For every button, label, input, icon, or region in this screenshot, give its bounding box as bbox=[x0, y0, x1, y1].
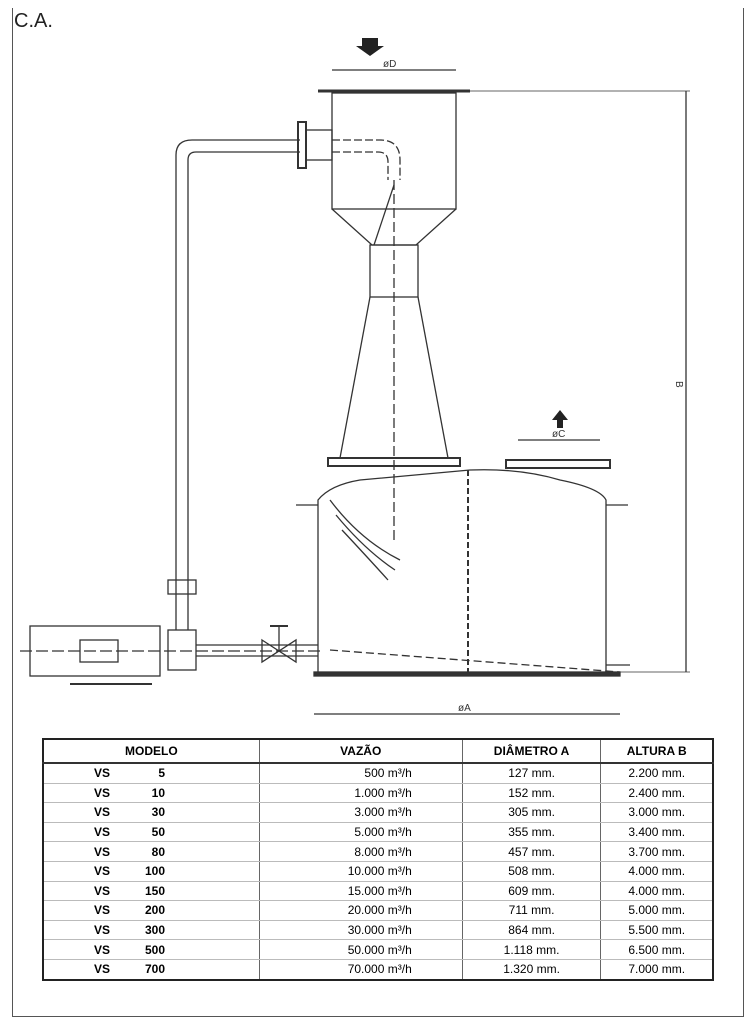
model-number: 80 bbox=[151, 844, 166, 859]
label-c: øC bbox=[552, 429, 565, 440]
cell-height: 4.000 mm. bbox=[600, 861, 713, 882]
scrubber-diagram: øD øC B øA bbox=[20, 38, 690, 715]
model-prefix: VS bbox=[94, 766, 111, 781]
model-number: 100 bbox=[144, 864, 166, 879]
cell-height: 2.400 mm. bbox=[600, 783, 713, 804]
cell-flow: 8.000 m³/h bbox=[258, 841, 463, 862]
cell-diameter: 152 mm. bbox=[461, 783, 601, 804]
model-prefix: VS bbox=[94, 903, 111, 918]
venturi-throat bbox=[327, 180, 461, 540]
model-prefix: VS bbox=[94, 864, 111, 879]
cell-model: VS 500 bbox=[42, 939, 260, 960]
cell-flow: 70.000 m³/h bbox=[258, 959, 463, 981]
model-number: 500 bbox=[144, 942, 166, 957]
model-prefix: VS bbox=[94, 844, 111, 859]
table-row: VS 30 3.000 m³/h 305 mm. 3.000 mm. bbox=[42, 802, 713, 823]
model-number: 5 bbox=[158, 766, 166, 781]
label-a: øA bbox=[458, 703, 471, 714]
model-number: 150 bbox=[144, 883, 166, 898]
cell-flow: 5.000 m³/h bbox=[258, 822, 463, 843]
cell-diameter: 1.320 mm. bbox=[461, 959, 601, 981]
table-header-row: MODELO VAZÃO DIÂMETRO A ALTURA B bbox=[42, 739, 713, 764]
cell-model: VS 80 bbox=[42, 841, 260, 862]
cell-model: VS 200 bbox=[42, 900, 260, 921]
cell-height: 3.400 mm. bbox=[600, 822, 713, 843]
cell-height: 5.000 mm. bbox=[600, 900, 713, 921]
model-prefix: VS bbox=[94, 805, 111, 820]
table-row: VS 50 5.000 m³/h 355 mm. 3.400 mm. bbox=[42, 822, 713, 843]
model-prefix: VS bbox=[94, 883, 111, 898]
page-title: C.A. bbox=[14, 10, 53, 32]
cell-model: VS 700 bbox=[42, 959, 260, 981]
model-prefix: VS bbox=[94, 942, 111, 957]
cell-height: 3.700 mm. bbox=[600, 841, 713, 862]
model-number: 10 bbox=[151, 785, 166, 800]
gas-outlet bbox=[505, 410, 611, 469]
table-row: VS 150 15.000 m³/h 609 mm. 4.000 mm. bbox=[42, 881, 713, 902]
label-d: øD bbox=[383, 59, 396, 70]
table-row: VS 100 10.000 m³/h 508 mm. 4.000 mm. bbox=[42, 861, 713, 882]
model-prefix: VS bbox=[94, 825, 111, 840]
cell-model: VS 30 bbox=[42, 802, 260, 823]
cell-diameter: 711 mm. bbox=[461, 900, 601, 921]
cell-height: 5.500 mm. bbox=[600, 920, 713, 941]
model-number: 300 bbox=[144, 923, 166, 938]
cell-flow: 15.000 m³/h bbox=[258, 881, 463, 902]
specification-table: MODELO VAZÃO DIÂMETRO A ALTURA B VS 5 500… bbox=[42, 738, 714, 981]
page-frame bbox=[12, 8, 744, 1017]
cell-diameter: 1.118 mm. bbox=[461, 939, 601, 960]
table-row: VS 80 8.000 m³/h 457 mm. 3.700 mm. bbox=[42, 841, 713, 862]
model-prefix: VS bbox=[94, 962, 111, 977]
cell-model: VS 10 bbox=[42, 783, 260, 804]
cell-diameter: 127 mm. bbox=[461, 763, 601, 784]
cell-height: 2.200 mm. bbox=[600, 763, 713, 784]
cell-height: 4.000 mm. bbox=[600, 881, 713, 902]
header-model: MODELO bbox=[42, 739, 260, 764]
cell-diameter: 864 mm. bbox=[461, 920, 601, 941]
pump-motor bbox=[20, 625, 320, 685]
cell-flow: 3.000 m³/h bbox=[258, 802, 463, 823]
table-row: VS 500 50.000 m³/h 1.118 mm. 6.500 mm. bbox=[42, 939, 713, 960]
header-height: ALTURA B bbox=[600, 739, 713, 764]
cell-flow: 500 m³/h bbox=[258, 763, 463, 784]
label-b: B bbox=[673, 381, 684, 388]
cell-diameter: 609 mm. bbox=[461, 881, 601, 902]
cell-model: VS 50 bbox=[42, 822, 260, 843]
header-flow: VAZÃO bbox=[258, 739, 463, 764]
model-number: 50 bbox=[151, 825, 166, 840]
table-row: VS 200 20.000 m³/h 711 mm. 5.000 mm. bbox=[42, 900, 713, 921]
table-row: VS 10 1.000 m³/h 152 mm. 2.400 mm. bbox=[42, 783, 713, 804]
cell-model: VS 100 bbox=[42, 861, 260, 882]
cell-model: VS 300 bbox=[42, 920, 260, 941]
valve-icon bbox=[261, 625, 297, 664]
inlet-arrow-icon bbox=[356, 38, 384, 56]
header-diameter: DIÂMETRO A bbox=[461, 739, 601, 764]
cell-flow: 20.000 m³/h bbox=[258, 900, 463, 921]
cell-model: VS 150 bbox=[42, 881, 260, 902]
model-number: 700 bbox=[144, 962, 166, 977]
recirculation-pipe bbox=[167, 121, 401, 630]
table-row: VS 5 500 m³/h 127 mm. 2.200 mm. bbox=[42, 763, 713, 784]
cell-height: 3.000 mm. bbox=[600, 802, 713, 823]
cell-diameter: 355 mm. bbox=[461, 822, 601, 843]
cell-diameter: 305 mm. bbox=[461, 802, 601, 823]
model-prefix: VS bbox=[94, 785, 111, 800]
cell-flow: 50.000 m³/h bbox=[258, 939, 463, 960]
cell-diameter: 457 mm. bbox=[461, 841, 601, 862]
cell-model: VS 5 bbox=[42, 763, 260, 784]
model-number: 200 bbox=[144, 903, 166, 918]
cell-diameter: 508 mm. bbox=[461, 861, 601, 882]
cell-flow: 10.000 m³/h bbox=[258, 861, 463, 882]
table-row: VS 300 30.000 m³/h 864 mm. 5.500 mm. bbox=[42, 920, 713, 941]
table-row: VS 700 70.000 m³/h 1.320 mm. 7.000 mm. bbox=[42, 959, 713, 981]
cell-flow: 30.000 m³/h bbox=[258, 920, 463, 941]
cell-flow: 1.000 m³/h bbox=[258, 783, 463, 804]
top-hopper bbox=[318, 89, 470, 246]
cell-height: 6.500 mm. bbox=[600, 939, 713, 960]
separator-tank bbox=[296, 469, 630, 677]
model-number: 30 bbox=[151, 805, 166, 820]
cell-height: 7.000 mm. bbox=[600, 959, 713, 981]
model-prefix: VS bbox=[94, 923, 111, 938]
